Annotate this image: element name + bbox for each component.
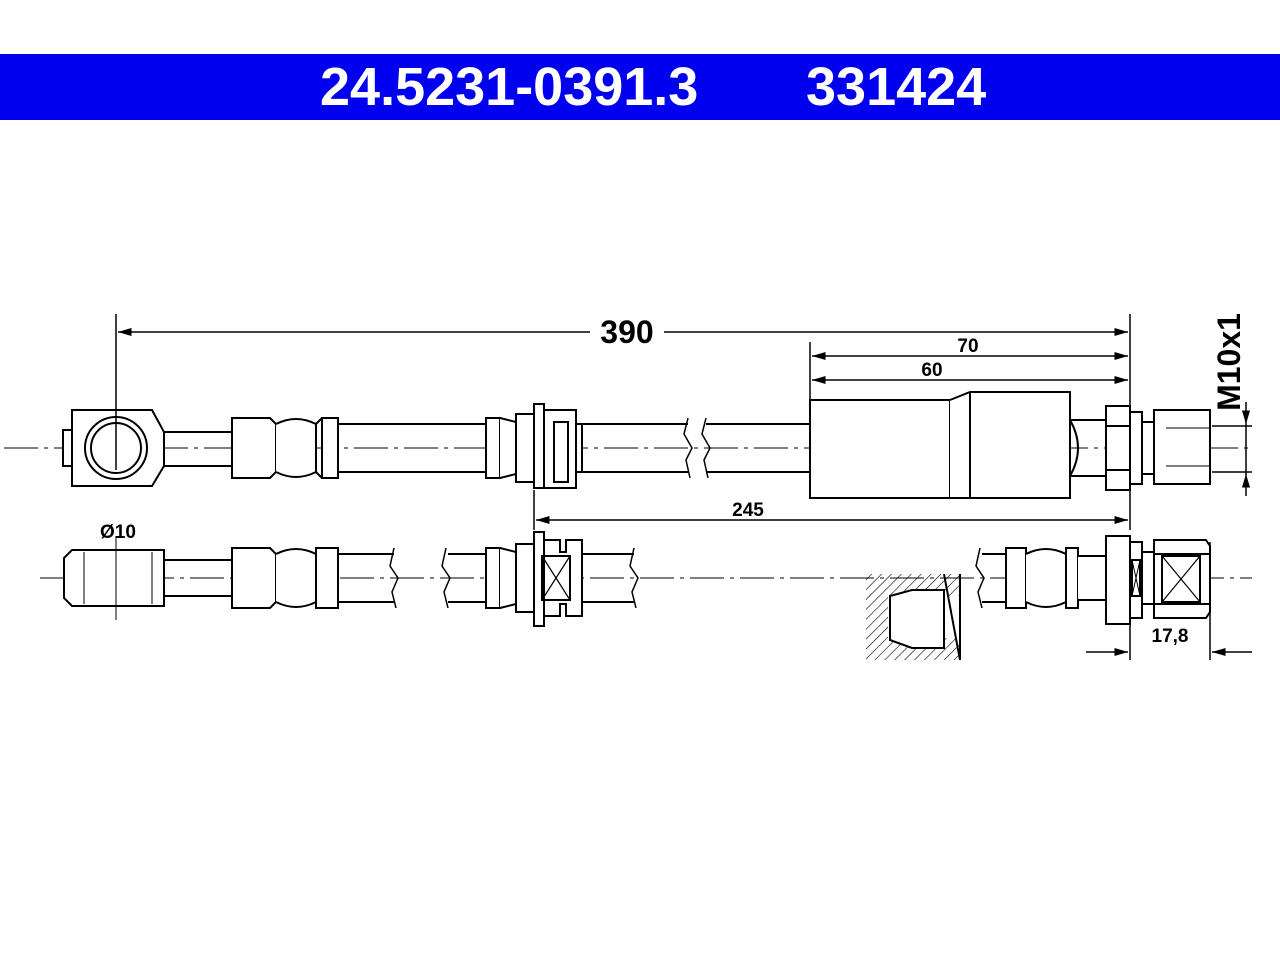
dim-60: 60 bbox=[921, 360, 942, 381]
dim-hex-width: 17,8 bbox=[1152, 626, 1189, 647]
part-number: 24.5231-0391.3 bbox=[320, 57, 699, 117]
crimp-sleeve-left bbox=[231, 417, 339, 479]
tube-nut bbox=[1105, 405, 1211, 491]
side-view bbox=[40, 531, 1252, 661]
dimension-lines bbox=[115, 314, 1252, 660]
dim-total-length: 390 bbox=[600, 314, 653, 350]
port-section bbox=[866, 573, 961, 661]
bracket-side bbox=[441, 531, 639, 627]
banjo-side bbox=[63, 536, 399, 620]
end-sleeve bbox=[809, 391, 1106, 499]
dim-70: 70 bbox=[957, 336, 978, 357]
nut-side bbox=[975, 535, 1211, 625]
dim-thread: M10x1 bbox=[1211, 313, 1247, 411]
dim-245: 245 bbox=[732, 500, 764, 521]
dim-diameter: Ø10 bbox=[100, 522, 136, 543]
title-banner: 24.5231-0391.3 331424 bbox=[0, 54, 1280, 120]
reference-number: 331424 bbox=[806, 57, 987, 117]
top-view bbox=[4, 391, 1252, 499]
bracket-fitting bbox=[485, 403, 583, 489]
banjo-fitting bbox=[62, 409, 232, 487]
